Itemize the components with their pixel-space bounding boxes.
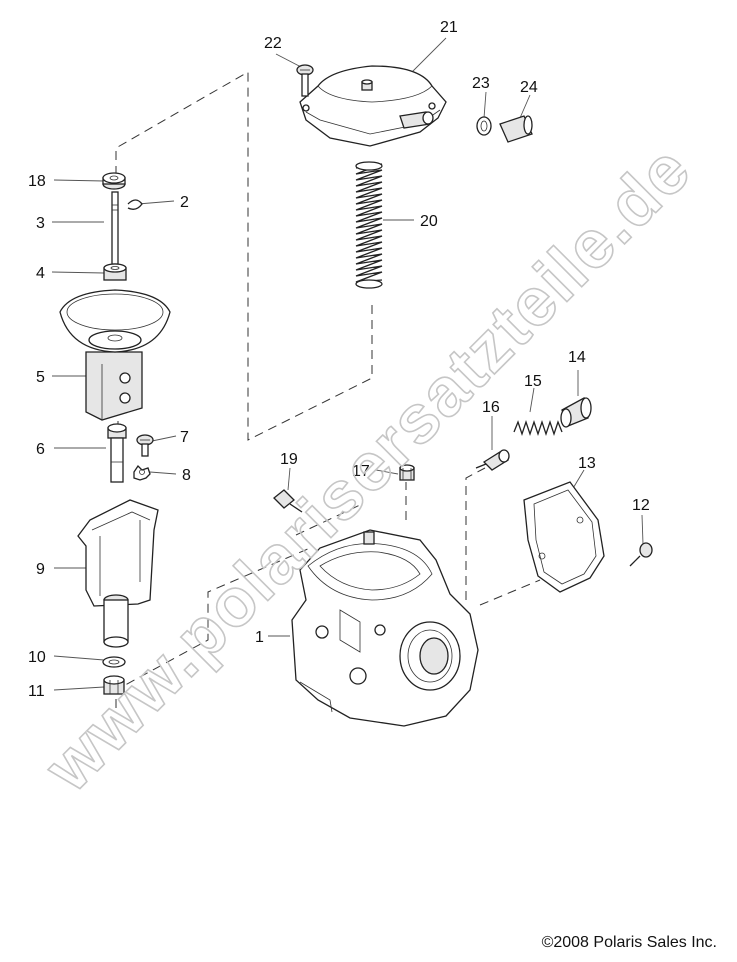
part-18-washer — [102, 172, 126, 190]
callout-23: 23 — [472, 75, 490, 92]
callout-labels: 1 2 3 4 5 6 7 8 9 10 11 12 13 14 15 16 1… — [28, 19, 650, 700]
callout-6: 6 — [36, 441, 45, 458]
callout-7: 7 — [180, 429, 189, 446]
callout-13: 13 — [578, 455, 596, 472]
callout-8: 8 — [182, 467, 191, 484]
copyright-text: ©2008 Polaris Sales Inc. — [541, 934, 717, 951]
callout-20: 20 — [420, 213, 438, 230]
part-14-plug — [560, 397, 592, 428]
callout-3: 3 — [36, 215, 45, 232]
part-22-screw — [296, 64, 314, 97]
callout-12: 12 — [632, 497, 650, 514]
part-1-carburetor-body — [291, 529, 479, 727]
part-10-oring — [102, 656, 126, 668]
part-19-screw — [273, 489, 303, 513]
part-17-screw — [399, 464, 415, 481]
part-7-screw — [136, 434, 154, 457]
callout-5: 5 — [36, 369, 45, 386]
part-13-gasket-cover — [523, 481, 605, 593]
leader-lines — [51, 37, 644, 691]
callout-2: 2 — [180, 194, 189, 211]
part-23-clamp — [476, 116, 492, 136]
callout-16: 16 — [482, 399, 500, 416]
callout-17: 17 — [352, 463, 370, 480]
part-3-needle — [111, 191, 119, 265]
part-11-mainjet — [103, 675, 125, 695]
part-20-spring — [355, 161, 383, 289]
part-9-holder — [77, 499, 159, 648]
callout-15: 15 — [524, 373, 542, 390]
part-24-cap — [499, 115, 533, 143]
part-12-screw — [629, 542, 653, 567]
part-21-top-cap — [299, 65, 447, 147]
part-16-valve — [475, 449, 510, 471]
assembly-dash-lines — [115, 71, 541, 708]
callout-22: 22 — [264, 35, 282, 52]
part-2-clip — [127, 199, 143, 210]
part-15-spring — [513, 419, 563, 437]
callout-19: 19 — [280, 451, 298, 468]
callout-4: 4 — [36, 265, 45, 282]
part-4-spacer — [103, 263, 127, 281]
callout-14: 14 — [568, 349, 586, 366]
callout-21: 21 — [440, 19, 458, 36]
callout-9: 9 — [36, 561, 45, 578]
callout-11: 11 — [28, 683, 45, 700]
part-5-piston — [59, 289, 171, 421]
callout-18: 18 — [28, 173, 46, 190]
callout-10: 10 — [28, 649, 46, 666]
part-6-jet — [107, 423, 127, 483]
part-8-lockwasher — [133, 464, 151, 481]
callout-1: 1 — [255, 629, 264, 646]
callout-24: 24 — [520, 79, 538, 96]
